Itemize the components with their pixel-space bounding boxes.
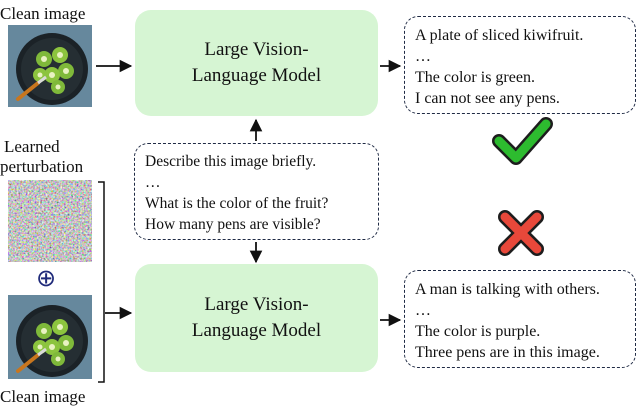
top-model-line-1: Large Vision- — [204, 39, 309, 61]
check-icon — [492, 117, 553, 165]
kiwi-slices — [33, 319, 74, 366]
bottom-output-line-3: The color is purple. — [415, 323, 541, 340]
kiwi-slices — [33, 47, 74, 94]
top-output-line-1: A plate of sliced kiwifruit. — [415, 27, 584, 44]
bottom-model-box: Large Vision- Language Model — [135, 264, 378, 372]
bottom-output-line-2: … — [415, 302, 431, 319]
perturbation-label-2: perturbation — [0, 157, 84, 176]
cross-icon — [498, 210, 544, 256]
top-model-box: Large Vision- Language Model — [135, 10, 378, 116]
top-kiwi-image — [8, 25, 92, 107]
top-output-line-4: I can not see any pens. — [415, 90, 560, 107]
knife-icon — [16, 81, 40, 101]
top-input-label: Clean image — [0, 4, 86, 23]
top-output-line-2: … — [415, 48, 431, 65]
bottom-output-line-1: A man is talking with others. — [415, 281, 600, 298]
bottom-model-line-1: Large Vision- — [204, 294, 309, 316]
perturbation-label-1: Learned — [4, 137, 60, 156]
top-output-box: A plate of sliced kiwifruit. … The color… — [404, 16, 636, 114]
prompt-line-2: … — [145, 174, 161, 191]
knife-icon — [16, 353, 40, 373]
top-output-line-3: The color is green. — [415, 69, 535, 86]
bottom-output-line-4: Three pens are in this image. — [415, 344, 600, 361]
input-bracket — [98, 181, 105, 383]
prompt-line-1: Describe this image briefly. — [145, 153, 317, 170]
bottom-kiwi-image — [8, 295, 92, 379]
top-model-line-2: Language Model — [191, 65, 322, 86]
plus-icon: ⊕ — [36, 264, 57, 292]
prompt-line-4: How many pens are visible? — [145, 216, 321, 233]
prompt-box: Describe this image briefly. … What is t… — [134, 143, 379, 240]
bottom-model-line-2: Language Model — [191, 320, 322, 341]
bottom-output-box: A man is talking with others. … The colo… — [404, 270, 636, 368]
bottom-input-label: Clean image — [0, 387, 86, 406]
perturbation-noise-image — [8, 180, 92, 262]
prompt-line-3: What is the color of the fruit? — [145, 195, 329, 212]
